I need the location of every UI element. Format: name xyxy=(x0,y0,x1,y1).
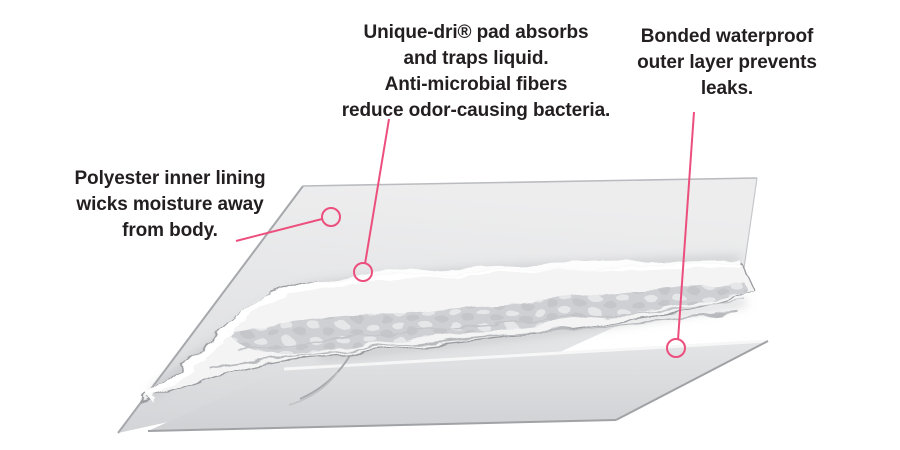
annotation-inner-lining: Polyester inner lining wicks moisture aw… xyxy=(58,166,282,244)
waterproof-bottom-edge xyxy=(147,419,617,432)
annotation-line: outer layer prevents xyxy=(637,52,817,73)
annotation-line: wicks moisture away xyxy=(76,194,264,215)
annotation-line: Anti-microbial fibers xyxy=(384,74,568,95)
pad-streak-upper xyxy=(237,299,747,351)
annotation-line: Unique-dri® pad absorbs xyxy=(363,22,589,43)
marker-circle-outer-layer xyxy=(666,338,686,358)
sheet-fold-highlight xyxy=(288,371,339,406)
annotation-line: reduce odor-causing bacteria. xyxy=(341,100,611,121)
annotation-outer-layer: Bonded waterproof outer layer prevents l… xyxy=(622,24,832,102)
callout-markers xyxy=(235,111,695,358)
waterproof-top-edge xyxy=(283,339,769,371)
annotation-line: Bonded waterproof xyxy=(640,26,814,47)
waterproof-right-edge xyxy=(615,340,769,421)
annotation-line: leaks. xyxy=(700,78,754,99)
annotation-line: Polyester inner lining xyxy=(74,168,266,189)
sheet-fold-curve xyxy=(299,351,353,400)
leader-line-pad xyxy=(364,118,390,265)
pad-streak-lower xyxy=(209,312,741,369)
annotation-pad: Unique-dri® pad absorbs and traps liquid… xyxy=(328,20,624,124)
pad-fluffy-crest xyxy=(147,260,741,402)
marker-circle-pad xyxy=(353,262,373,282)
annotation-line: from body. xyxy=(122,220,218,241)
absorbent-pad xyxy=(139,260,755,403)
sheet-right-edge xyxy=(743,177,758,269)
sheet-left-edge xyxy=(117,185,304,434)
leader-line-outer-layer xyxy=(677,111,695,341)
leader-line-inner-lining xyxy=(235,218,323,242)
waterproof-surface xyxy=(148,341,768,431)
marker-circle-inner-lining xyxy=(321,207,341,227)
annotation-line: and traps liquid. xyxy=(403,48,549,69)
